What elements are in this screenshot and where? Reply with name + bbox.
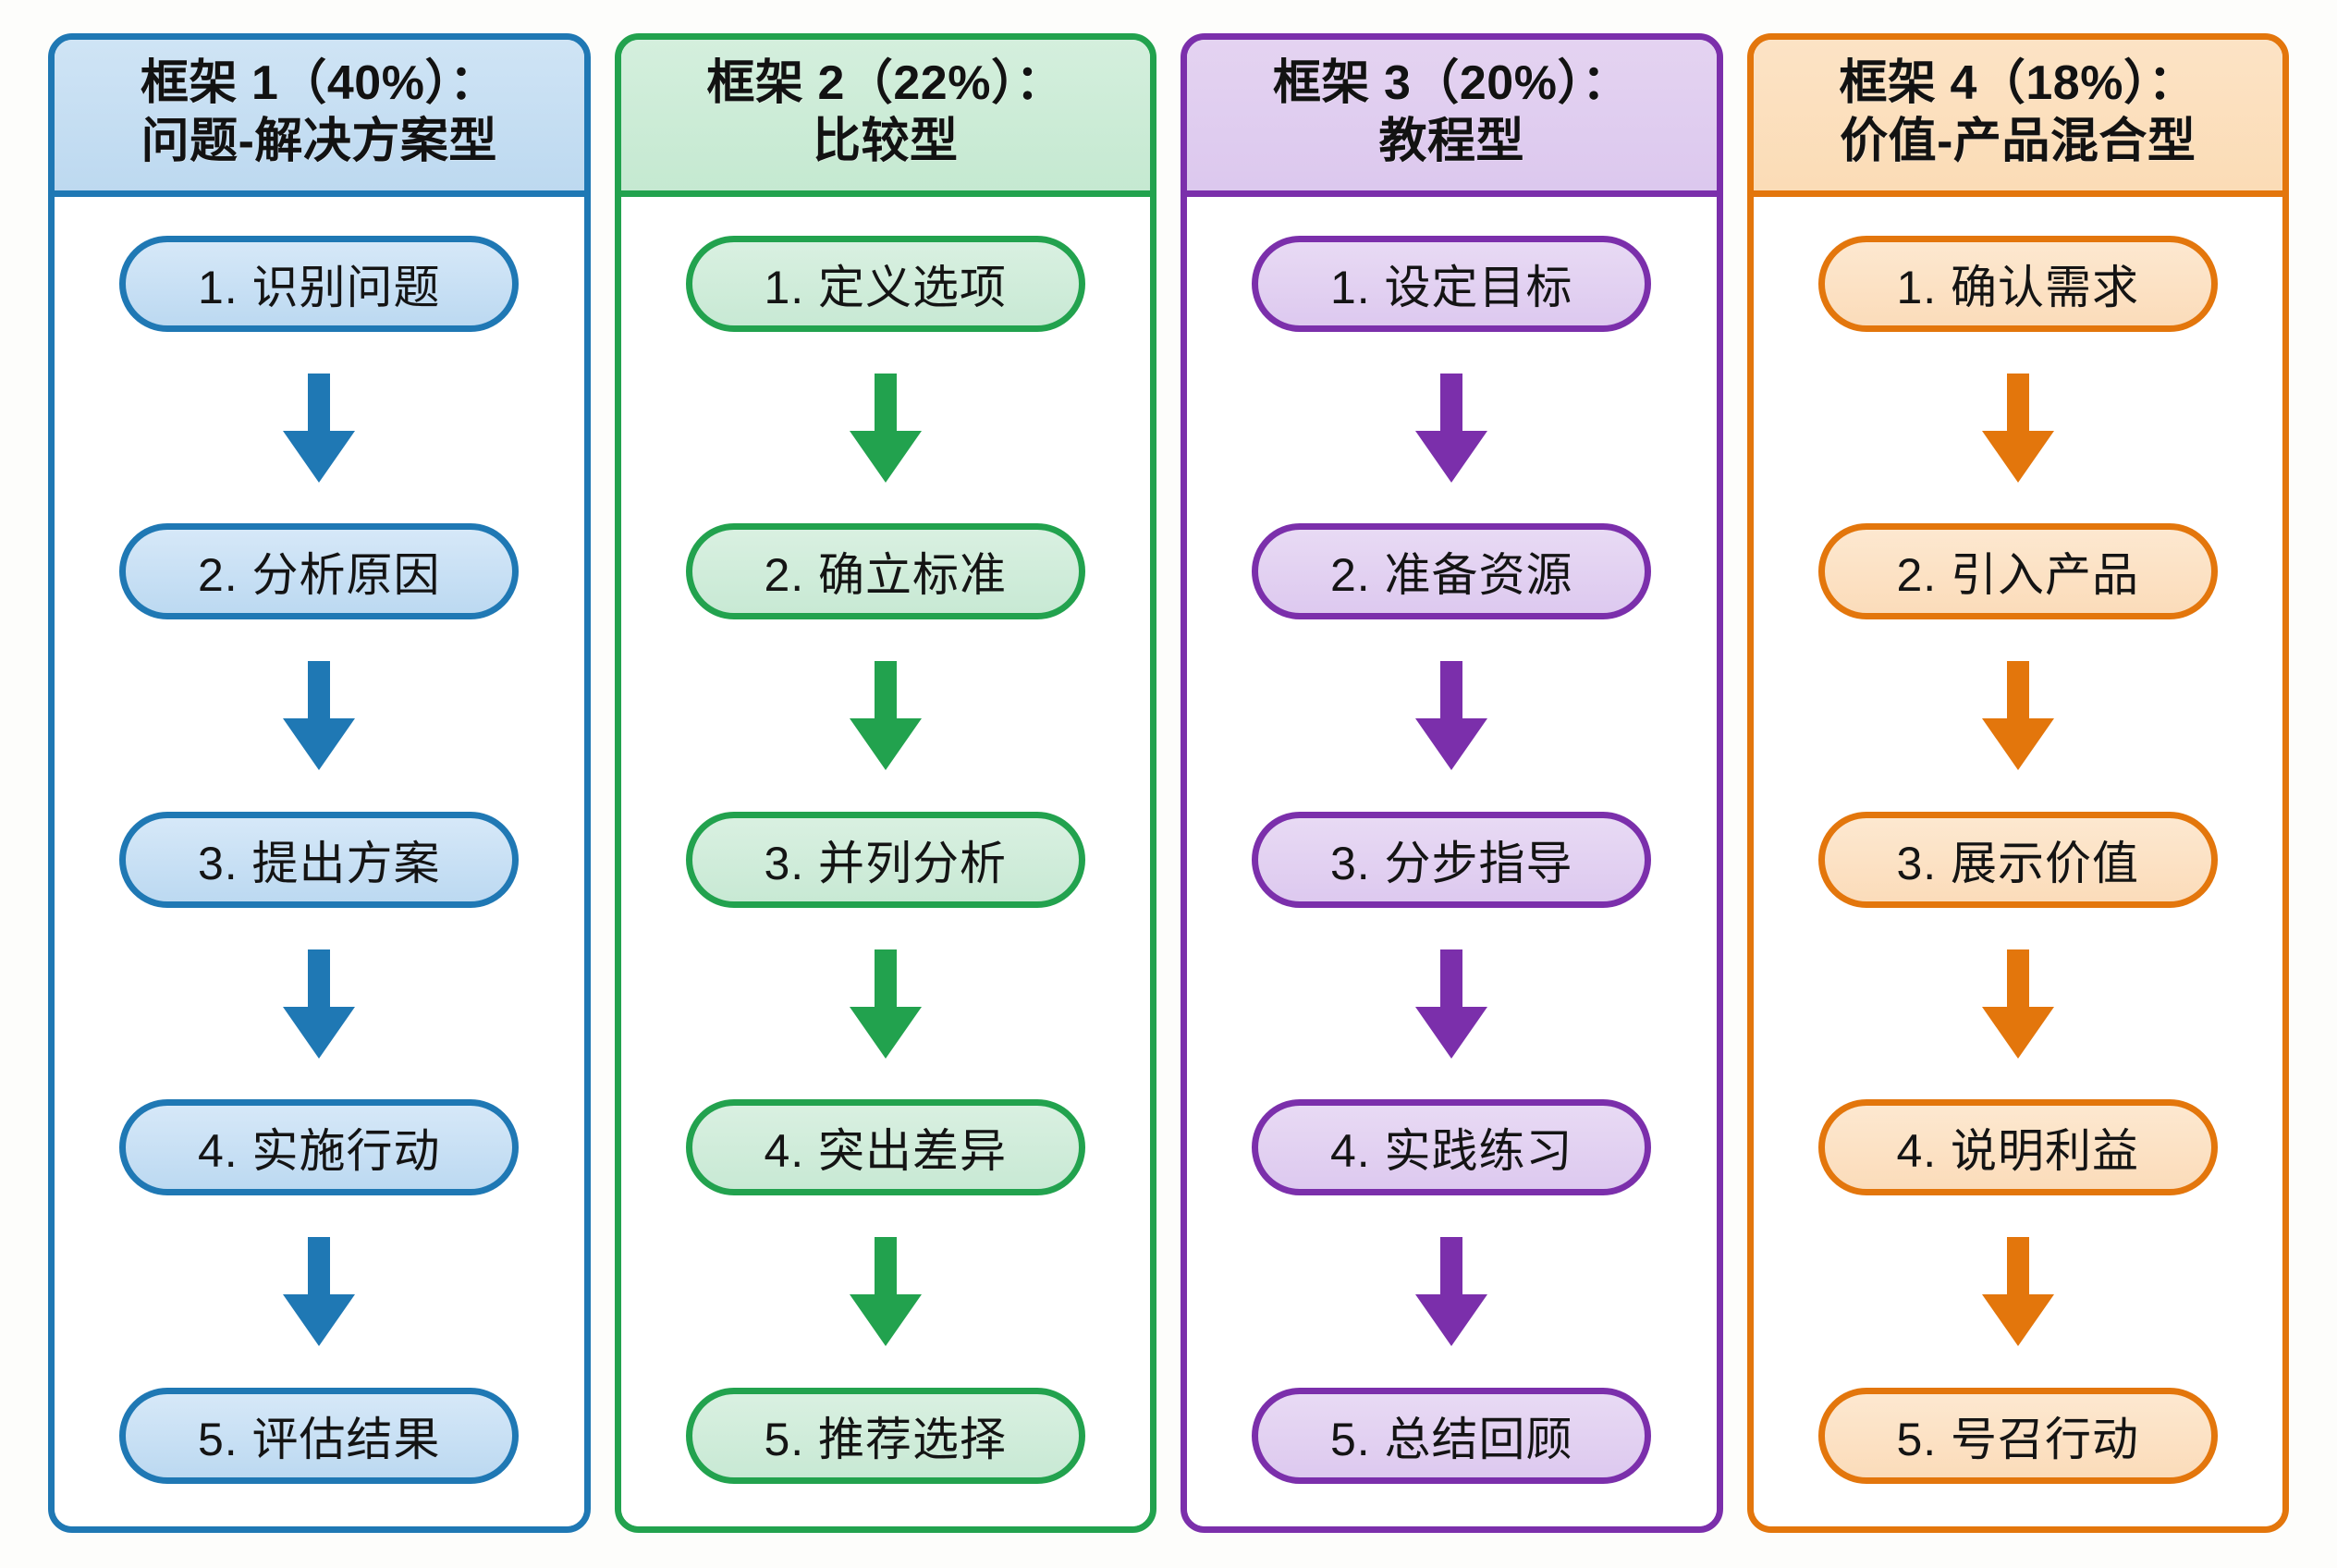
down-arrow-icon [844,949,927,1059]
framework-3-step-2[interactable]: 2. 准备资源 [1252,523,1652,620]
framework-3-step-3[interactable]: 3. 分步指导 [1252,811,1652,908]
framework-2-step-4[interactable]: 4. 突出差异 [685,1099,1085,1196]
framework-3-step-5[interactable]: 5. 总结回顾 [1252,1388,1652,1484]
framework-2-title-line1: 框架 2（22%）： [706,56,1064,110]
framework-3-step-1[interactable]: 1. 设定目标 [1252,235,1652,332]
down-arrow-icon [1976,949,2060,1059]
framework-4-title-line1: 框架 4（18%）： [1839,56,2196,110]
framework-4-step-chain: 1. 确认需求 2. 引入产品 3. 展示价值 4. 说明利益 5. 号召行动 [1754,235,2283,1484]
framework-column-1: 框架 1（40%）： 问题-解决方案型 1. 识别问题 2. 分析原因 3. 提… [48,33,591,1533]
down-arrow-icon [1410,373,1493,483]
framework-4-step-4[interactable]: 4. 说明利益 [1817,1099,2218,1196]
framework-1-header: 框架 1（40%）： 问题-解决方案型 [55,40,584,197]
framework-4-step-2[interactable]: 2. 引入产品 [1817,523,2218,620]
framework-column-3: 框架 3（20%）： 教程型 1. 设定目标 2. 准备资源 3. 分步指导 4… [1181,33,1723,1533]
framework-3-body: 1. 设定目标 2. 准备资源 3. 分步指导 4. 实践练习 5. 总结回顾 [1187,196,1717,1526]
framework-column-4: 框架 4（18%）： 价值-产品混合型 1. 确认需求 2. 引入产品 3. 展… [1746,33,2289,1533]
down-arrow-icon [277,949,361,1059]
down-arrow-icon [1976,661,2060,771]
down-arrow-icon [1976,1237,2060,1347]
framework-2-title-line2: 比较型 [812,115,959,169]
down-arrow-icon [1410,661,1493,771]
framework-3-header: 框架 3（20%）： 教程型 [1187,40,1717,197]
framework-4-header: 框架 4（18%）： 价值-产品混合型 [1753,40,2282,197]
framework-1-step-5[interactable]: 5. 评估结果 [119,1388,520,1484]
framework-1-step-2[interactable]: 2. 分析原因 [119,523,520,620]
framework-3-step-chain: 1. 设定目标 2. 准备资源 3. 分步指导 4. 实践练习 5. 总结回顾 [1187,235,1717,1484]
framework-1-step-1[interactable]: 1. 识别问题 [119,235,520,332]
framework-1-title-line1: 框架 1（40%）： [141,56,498,110]
down-arrow-icon [844,373,927,483]
framework-4-body: 1. 确认需求 2. 引入产品 3. 展示价值 4. 说明利益 5. 号召行动 [1753,196,2283,1526]
framework-2-body: 1. 定义选项 2. 确立标准 3. 并列分析 4. 突出差异 5. 推荐选择 [620,196,1151,1526]
down-arrow-icon [277,373,361,483]
framework-1-body: 1. 识别问题 2. 分析原因 3. 提出方案 4. 实施行动 5. 评估结果 [55,196,584,1526]
framework-2-step-5[interactable]: 5. 推荐选择 [685,1388,1085,1484]
framework-2-step-2[interactable]: 2. 确立标准 [685,523,1085,620]
framework-2-header: 框架 2（22%）： 比较型 [620,40,1150,197]
down-arrow-icon [1976,373,2060,483]
framework-1-step-4[interactable]: 4. 实施行动 [119,1099,520,1196]
framework-4-step-3[interactable]: 3. 展示价值 [1817,811,2218,908]
down-arrow-icon [1410,1237,1493,1347]
framework-2-step-1[interactable]: 1. 定义选项 [685,235,1085,332]
down-arrow-icon [277,661,361,771]
framework-2-step-3[interactable]: 3. 并列分析 [685,811,1085,908]
framework-1-title-line2: 问题-解决方案型 [141,115,497,169]
framework-column-2: 框架 2（22%）： 比较型 1. 定义选项 2. 确立标准 3. 并列分析 4… [614,33,1156,1533]
framework-4-title-line2: 价值-产品混合型 [1840,115,2196,169]
framework-4-step-1[interactable]: 1. 确认需求 [1817,235,2218,332]
framework-3-title-line1: 框架 3（20%）： [1273,56,1631,110]
framework-3-step-4[interactable]: 4. 实践练习 [1252,1099,1652,1196]
down-arrow-icon [844,1237,927,1347]
framework-4-step-5[interactable]: 5. 号召行动 [1817,1388,2218,1484]
framework-1-step-3[interactable]: 3. 提出方案 [119,811,520,908]
down-arrow-icon [1410,949,1493,1059]
down-arrow-icon [844,661,927,771]
framework-3-title-line2: 教程型 [1378,115,1524,169]
down-arrow-icon [277,1237,361,1347]
framework-1-step-chain: 1. 识别问题 2. 分析原因 3. 提出方案 4. 实施行动 5. 评估结果 [55,235,584,1484]
framework-2-step-chain: 1. 定义选项 2. 确立标准 3. 并列分析 4. 突出差异 5. 推荐选择 [621,235,1151,1484]
